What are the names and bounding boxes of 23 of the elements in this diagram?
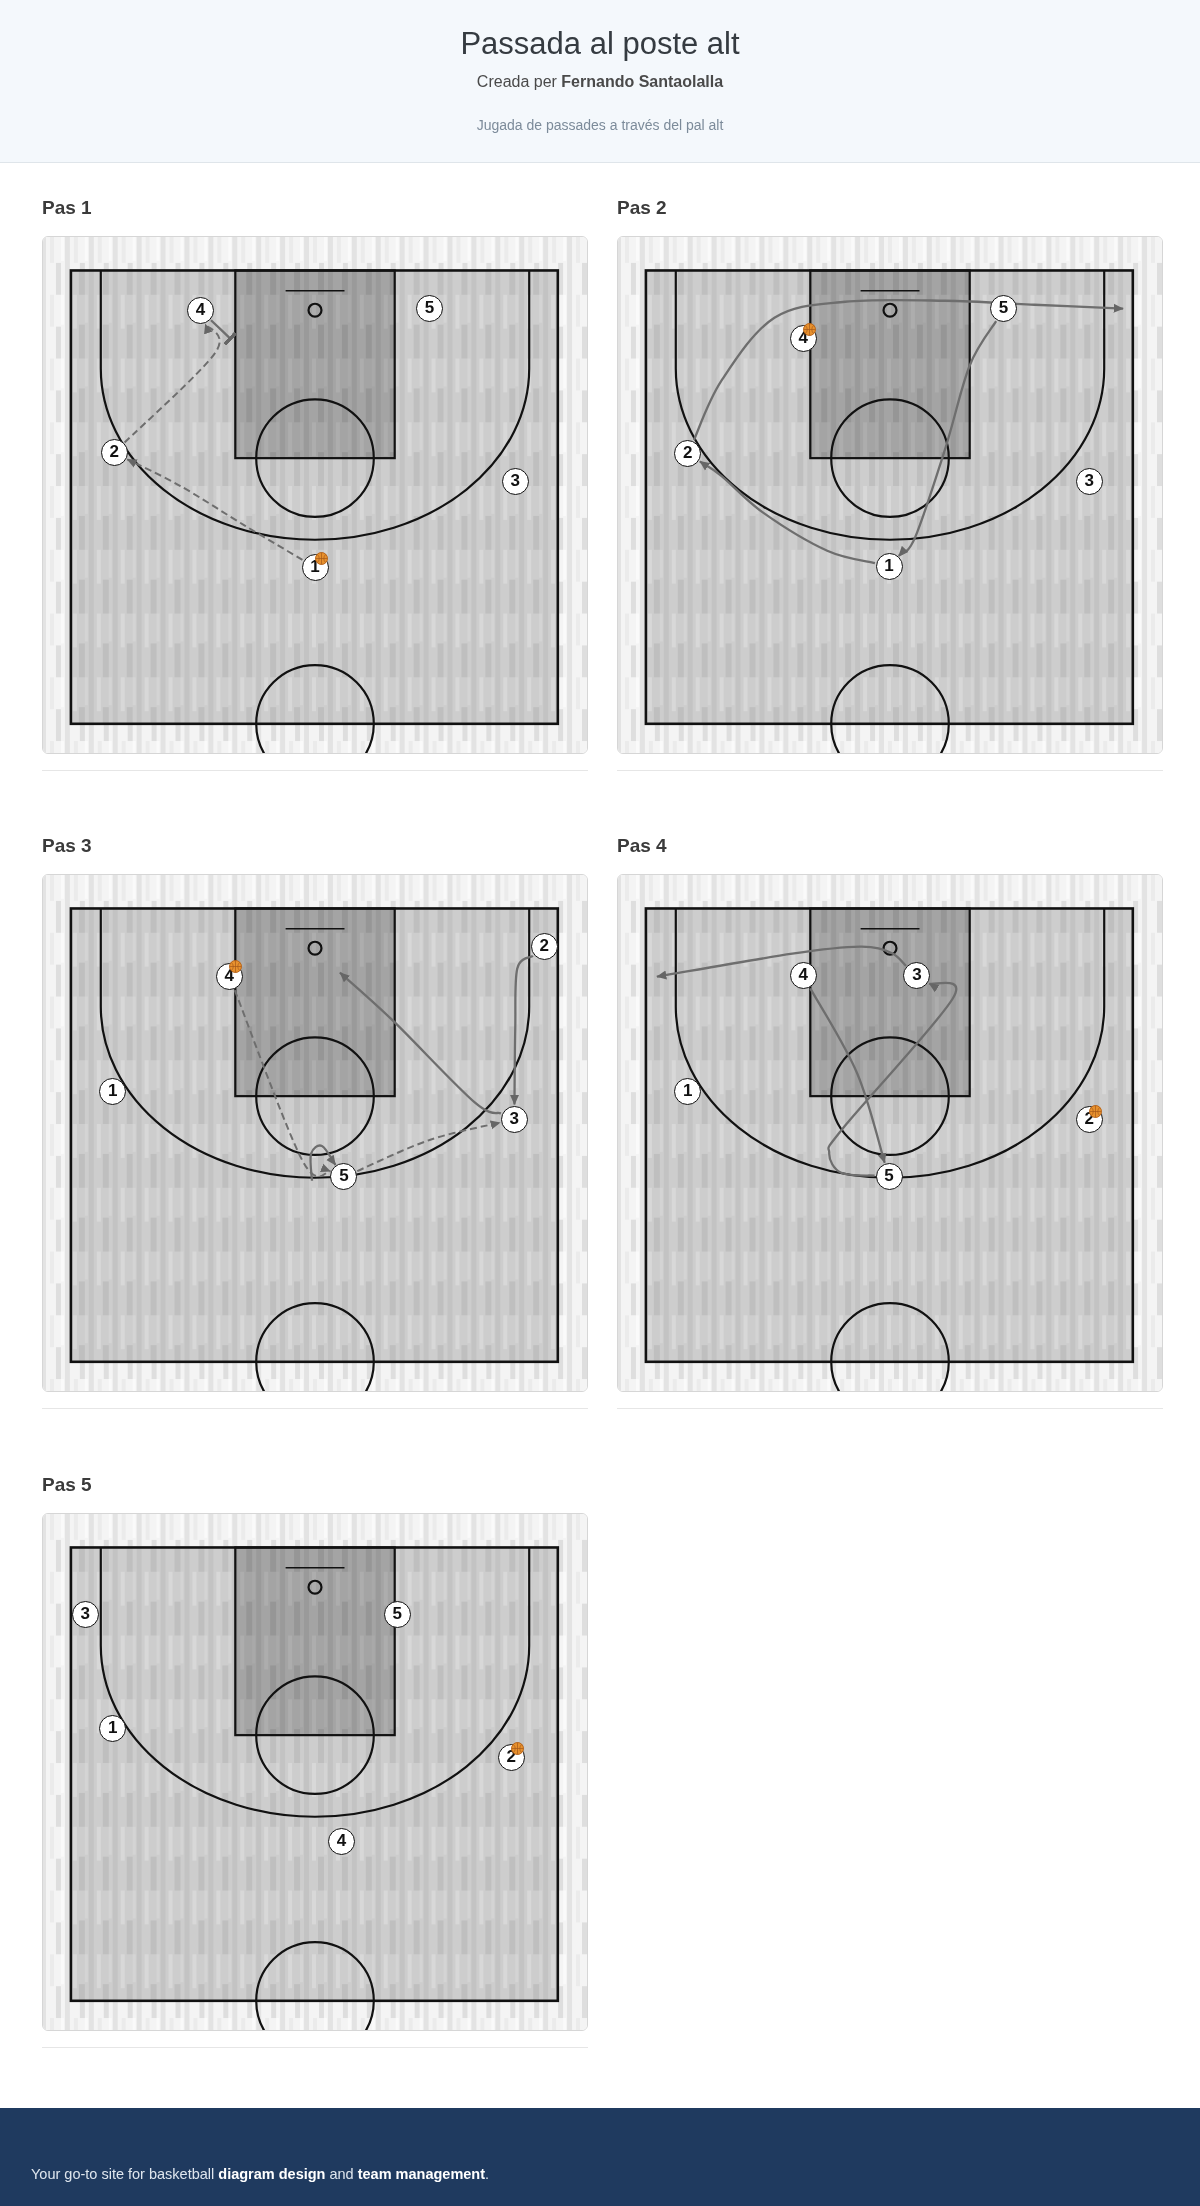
- movement-arrow: [339, 971, 502, 1115]
- page-title: Passada al poste alt: [460, 26, 740, 62]
- step-heading: Pas 1: [42, 196, 92, 220]
- movement-arrow: [692, 298, 1124, 441]
- movement-arrow: [309, 1144, 337, 1181]
- step-heading: Pas 3: [42, 834, 92, 858]
- play-description: Jugada de passades a través del pal alt: [476, 116, 724, 134]
- step-heading: Pas 2: [617, 196, 667, 220]
- step-heading: Pas 5: [42, 1473, 92, 1497]
- site-tagline: Your go-to site for basketball diagram design and team management.: [31, 2165, 490, 2184]
- pass-arrow: [126, 458, 304, 561]
- movement-arrow: [656, 945, 907, 980]
- author-byline: Creada per Fernando Santaolalla: [476, 72, 724, 92]
- movement-arrow: [898, 320, 998, 557]
- step-heading: Pas 4: [617, 834, 667, 858]
- pass-arrow: [233, 989, 332, 1178]
- movement-arrow: [510, 954, 534, 1105]
- movement-arrow: [827, 981, 958, 1177]
- pass-arrow: [123, 322, 221, 444]
- movement-arrow: [809, 987, 887, 1164]
- pass-arrow: [356, 1120, 502, 1173]
- screen-line: [210, 319, 238, 346]
- movement-arrow: [699, 460, 876, 565]
